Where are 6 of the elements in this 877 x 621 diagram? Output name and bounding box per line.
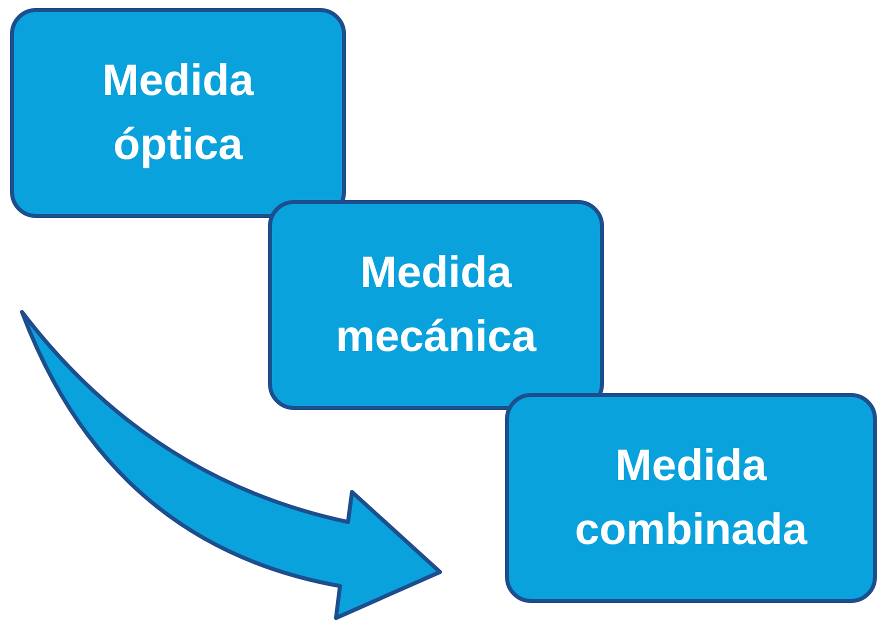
rounded-box bbox=[268, 200, 604, 410]
box-label: Medida mecánica bbox=[334, 247, 538, 363]
box-label: Medida combinada bbox=[574, 440, 808, 556]
box-label: Medida óptica bbox=[101, 55, 255, 171]
rounded-box bbox=[10, 8, 346, 218]
rounded-box bbox=[505, 393, 877, 603]
